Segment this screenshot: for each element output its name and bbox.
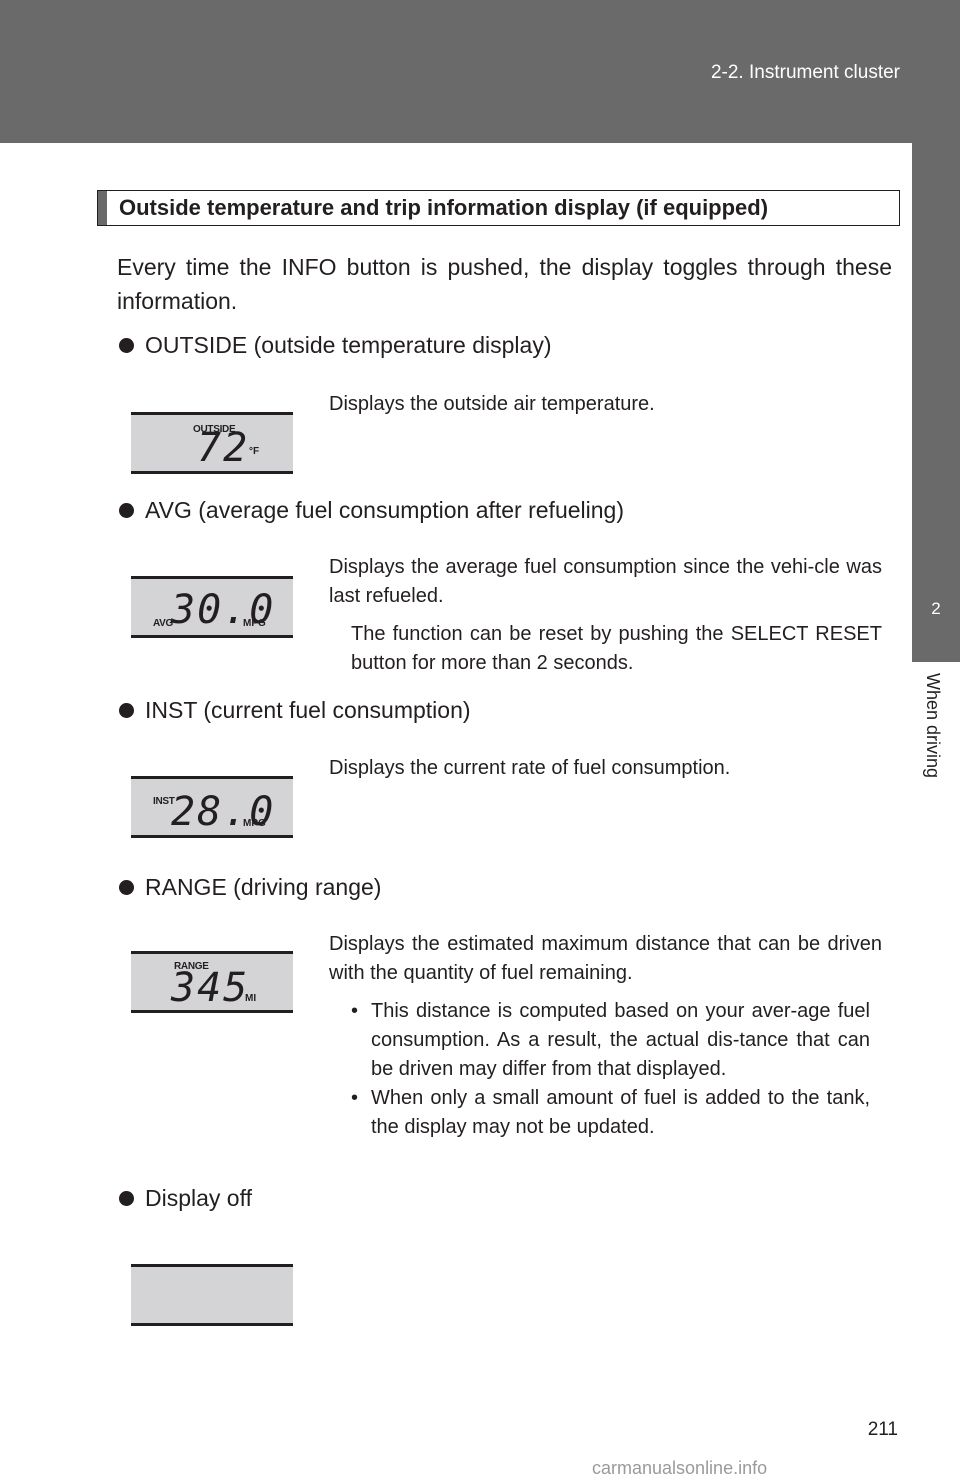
- lcd-digits: 30.0: [171, 587, 276, 633]
- lcd-unit: MI: [245, 993, 257, 1004]
- bullet-display-off: Display off: [117, 1185, 252, 1212]
- bullet-icon: [119, 703, 134, 718]
- bullet-avg: AVG (average fuel consumption after refu…: [117, 497, 624, 524]
- lcd-display-avg: AVG 30.0 MPG: [131, 576, 293, 638]
- page-number: 211: [867, 1419, 898, 1440]
- page-header: 2-2. Instrument cluster: [0, 0, 960, 143]
- heading-marker: [98, 191, 107, 225]
- bullet-title: AVG (average fuel consumption after refu…: [145, 497, 624, 523]
- list-item: This distance is computed based on your …: [351, 997, 870, 1084]
- bullet-inst: INST (current fuel consumption): [117, 697, 471, 724]
- bullet-icon: [119, 1191, 134, 1206]
- watermark: carmanualsonline.info: [592, 1458, 768, 1478]
- bullet-title: OUTSIDE (outside temperature display): [145, 332, 552, 358]
- lcd-digits: 72: [197, 425, 250, 471]
- lcd-label: INST: [153, 796, 175, 807]
- chapter-number: 2: [931, 599, 941, 618]
- lcd-display-range: RANGE 345 MI: [131, 951, 293, 1013]
- description-range: Displays the estimated maximum distance …: [329, 933, 882, 984]
- description-avg: Displays the average fuel consumption si…: [329, 556, 882, 607]
- chapter-title: When driving: [923, 673, 943, 779]
- bullet-title: RANGE (driving range): [145, 874, 382, 900]
- side-tab-box: [912, 519, 960, 662]
- lcd-unit: °F: [249, 446, 260, 457]
- bullet-outside: OUTSIDE (outside temperature display): [117, 332, 552, 359]
- lcd-label: RANGE: [174, 961, 209, 972]
- description-inst: Displays the current rate of fuel consum…: [329, 757, 731, 779]
- section-label: 2-2. Instrument cluster: [710, 62, 900, 83]
- chapter-side-tab: 2 When driving: [912, 143, 960, 1484]
- bullet-range: RANGE (driving range): [117, 874, 381, 901]
- lcd-unit: MPG: [243, 618, 266, 629]
- lcd-label: AVG: [153, 618, 174, 629]
- lcd-display-outside: OUTSIDE 72 °F: [131, 412, 293, 474]
- bullet-icon: [119, 338, 134, 353]
- lcd-display-inst: INST 28.0 MPG: [131, 776, 293, 838]
- bullet-icon: [119, 880, 134, 895]
- heading-text: Outside temperature and trip information…: [119, 195, 769, 220]
- lcd-unit: MPG: [243, 818, 266, 829]
- notes-range: This distance is computed based on your …: [351, 997, 870, 1142]
- bullet-title: INST (current fuel consumption): [145, 697, 471, 723]
- list-item: When only a small amount of fuel is adde…: [351, 1084, 870, 1142]
- lcd-label: OUTSIDE: [193, 424, 236, 435]
- bullet-title: Display off: [145, 1185, 252, 1211]
- lcd-display-off: [131, 1264, 293, 1326]
- section-heading: Outside temperature and trip information…: [97, 190, 900, 226]
- lcd-digits: 28.0: [171, 789, 276, 835]
- intro-paragraph: Every time the INFO button is pushed, th…: [117, 254, 892, 314]
- bullet-icon: [119, 503, 134, 518]
- note-avg: The function can be reset by pushing the…: [351, 623, 882, 674]
- lcd-digits: 345: [171, 965, 250, 1011]
- description-outside: Displays the outside air temperature.: [329, 393, 655, 415]
- side-tab-bar: [912, 143, 960, 519]
